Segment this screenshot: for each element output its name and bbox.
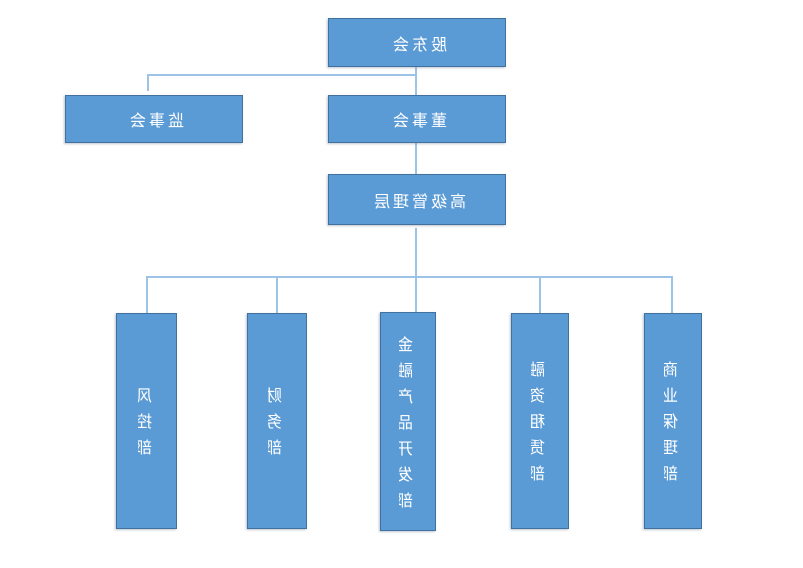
node-commercial-factoring-dept-label: 商业保理部 (664, 361, 681, 491)
node-financial-product-dev-dept[interactable]: 金融产品开发部 (380, 312, 436, 531)
node-shareholders-meeting[interactable]: 股东会 (328, 18, 506, 67)
node-shareholders-meeting-label: 股东会 (389, 36, 447, 54)
connector-drop-dept-4 (539, 276, 541, 313)
connector-shareholders-stub (415, 67, 417, 75)
connector-level4-horizontal (146, 276, 672, 278)
connector-drop-dept-2 (276, 276, 278, 313)
node-senior-management[interactable]: 高级管理层 (328, 174, 506, 225)
node-risk-control-dept-label: 风控部 (137, 387, 155, 465)
node-finance-dept-label: 财务部 (268, 387, 285, 465)
connector-drop-dept-1 (146, 276, 148, 313)
connector-drop-dept-5 (671, 276, 673, 313)
node-board-of-directors-label: 董事会 (389, 113, 447, 130)
node-financial-leasing-dept-label: 融资租赁部 (531, 361, 548, 491)
connector-drop-supervisory (147, 74, 149, 91)
node-senior-management-label: 高级管理层 (370, 193, 466, 211)
connector-drop-board (415, 74, 417, 95)
node-supervisory-board[interactable]: 监事会 (65, 95, 243, 143)
connector-board-to-senior (415, 143, 417, 174)
connector-level1-horizontal (147, 74, 416, 76)
connector-senior-stub-and-drop-3 (415, 228, 417, 313)
node-financial-leasing-dept[interactable]: 融资租赁部 (511, 313, 569, 529)
node-supervisory-board-label: 监事会 (126, 113, 184, 130)
node-commercial-factoring-dept[interactable]: 商业保理部 (644, 313, 702, 529)
node-risk-control-dept[interactable]: 风控部 (116, 313, 177, 529)
node-board-of-directors[interactable]: 董事会 (328, 95, 506, 143)
node-financial-product-dev-dept-label: 金融产品开发部 (399, 335, 416, 518)
node-finance-dept[interactable]: 财务部 (247, 313, 307, 529)
